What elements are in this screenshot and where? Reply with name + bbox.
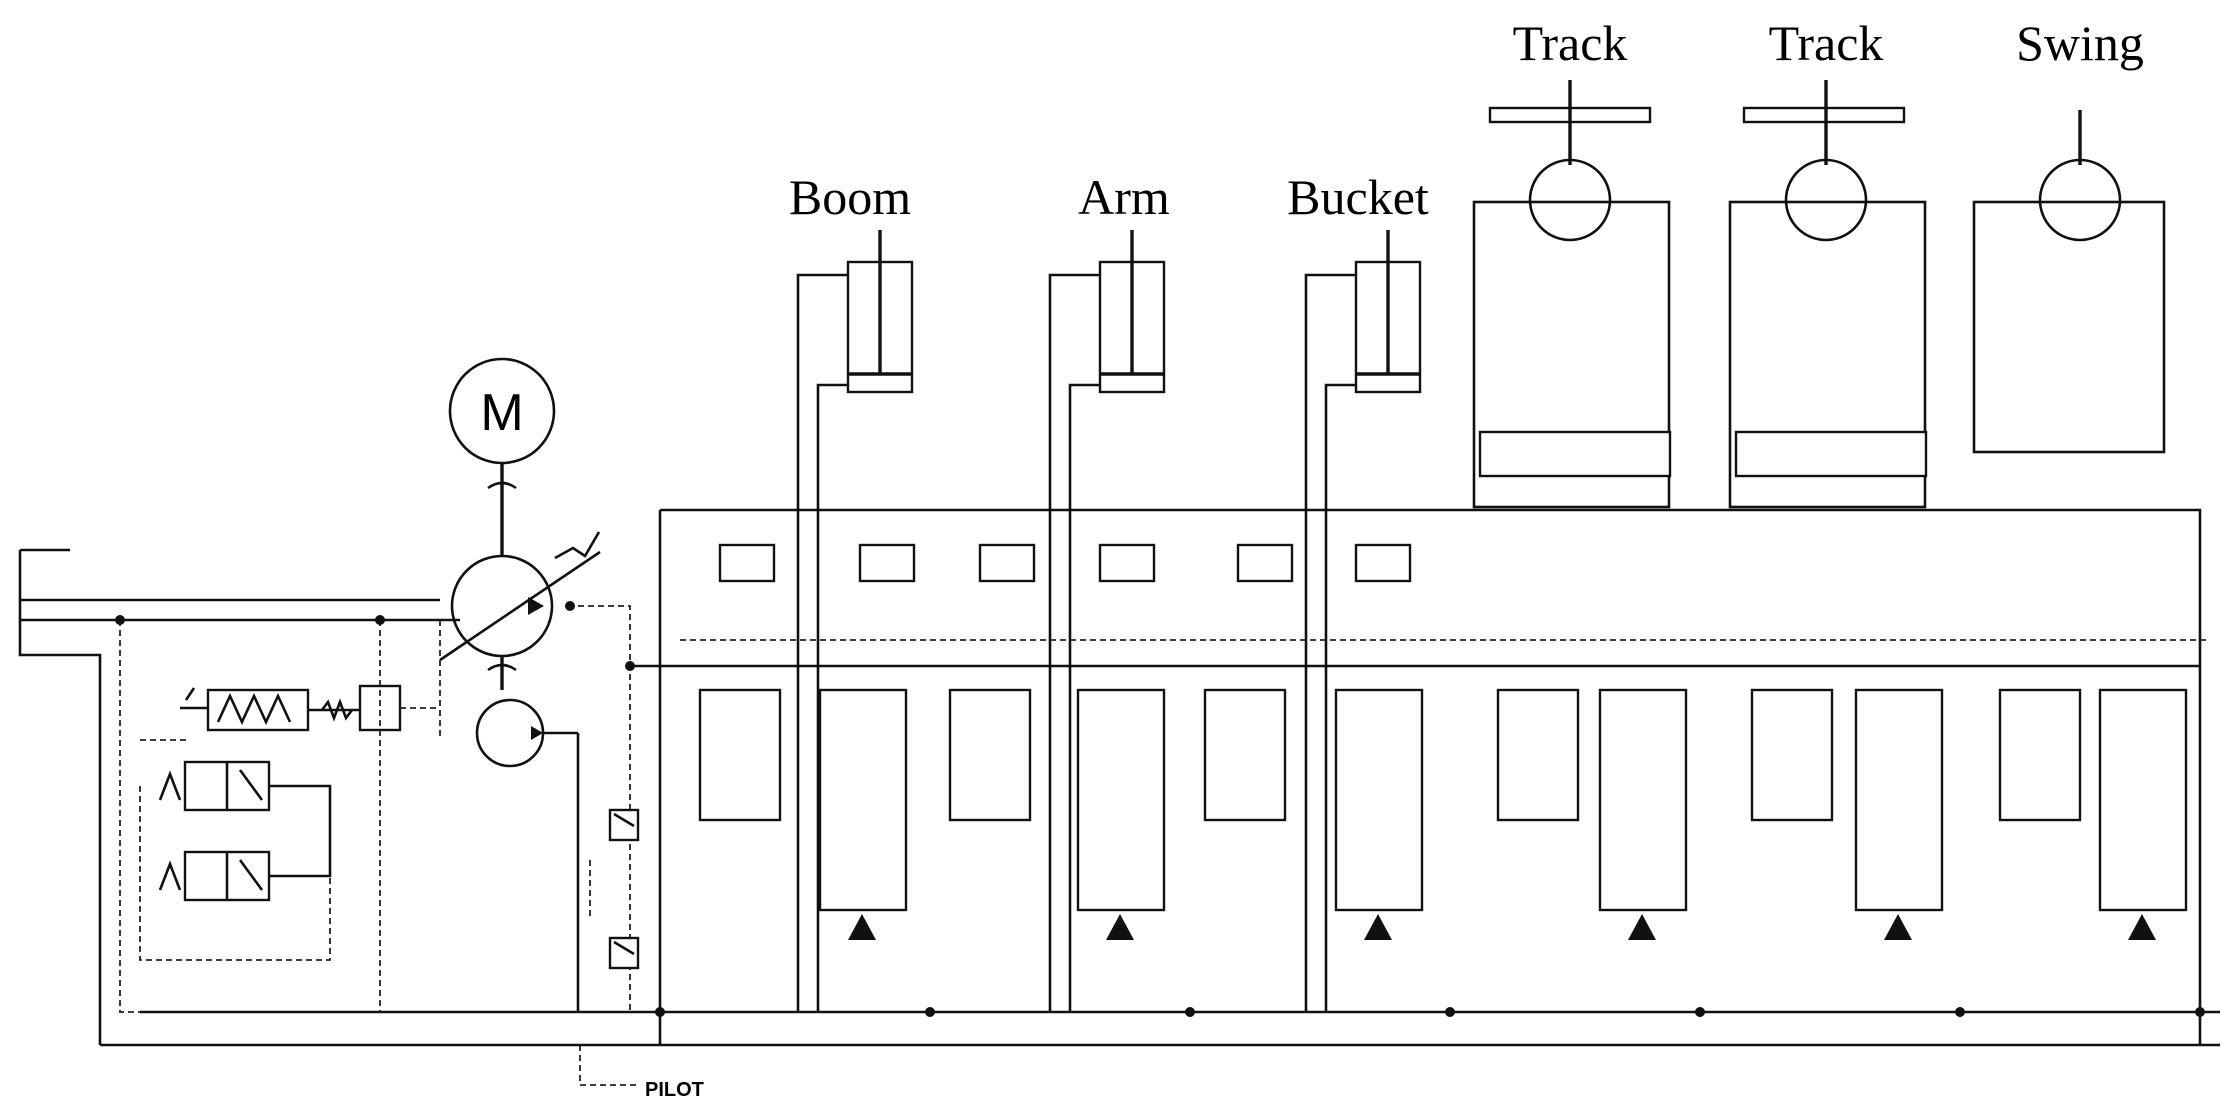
label-swing: Swing xyxy=(2016,15,2144,71)
pump-regulator xyxy=(180,620,441,740)
main-pump xyxy=(439,531,601,690)
tank-lines xyxy=(18,548,2220,1047)
label-arm: Arm xyxy=(1078,169,1170,225)
actuator-section-track-left xyxy=(1472,80,1688,940)
motor-label: M xyxy=(480,384,523,442)
actuator-section-bucket xyxy=(1203,230,1424,1012)
label-track-left: Track xyxy=(1513,15,1628,71)
pilot-label: PILOT xyxy=(645,1079,704,1101)
pilot-pump xyxy=(475,698,580,1012)
label-boom: Boom xyxy=(789,169,911,225)
label-bucket: Bucket xyxy=(1287,169,1429,225)
pilot-relief-valves: PILOT xyxy=(579,808,704,1101)
solenoid-valves xyxy=(139,760,332,961)
actuator-section-arm xyxy=(948,230,1166,1012)
electric-motor: M xyxy=(448,357,556,555)
label-track-right: Track xyxy=(1769,15,1884,71)
supply-lines xyxy=(578,508,2210,1045)
actuator-section-track-right xyxy=(1728,80,1944,940)
actuator-section-boom xyxy=(698,230,916,1012)
actuator-section-swing xyxy=(1972,110,2188,940)
junction-dots xyxy=(115,601,2205,1017)
